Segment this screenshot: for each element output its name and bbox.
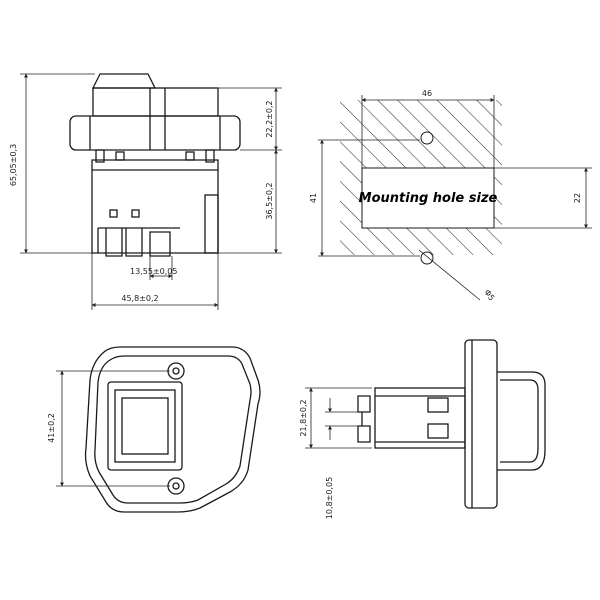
mount-width-label: 46	[422, 89, 432, 98]
pin-width-label: 13,55±0,05	[130, 267, 177, 276]
mounting-hole-view	[340, 100, 502, 265]
side-view	[69, 73, 241, 257]
upper-height-label: 22,2±0,2	[265, 100, 274, 137]
end-view-dimensions	[305, 387, 372, 449]
front-view	[84, 346, 261, 513]
lower-height-label: 36,5±0,2	[265, 182, 274, 219]
body-width-label: 45,8±0,2	[121, 294, 158, 303]
front-view-dimensions	[56, 370, 170, 487]
overall-height-label: 65,05±0,3	[9, 144, 18, 186]
mounting-dimensions	[318, 95, 592, 301]
mounting-hole-title: Mounting hole size	[359, 191, 498, 206]
mount-height-label: 41	[309, 193, 318, 203]
hole-diameter-label: Φ5	[482, 288, 496, 302]
end-view	[357, 339, 546, 509]
side-view-dimensions	[20, 73, 282, 310]
terminal-span-label: 21,8±0,2	[299, 399, 308, 436]
terminal-pitch-label: 10,8±0,05	[325, 477, 334, 519]
slot-height-label: 22	[573, 193, 582, 203]
front-height-label: 41±0,2	[47, 413, 56, 443]
